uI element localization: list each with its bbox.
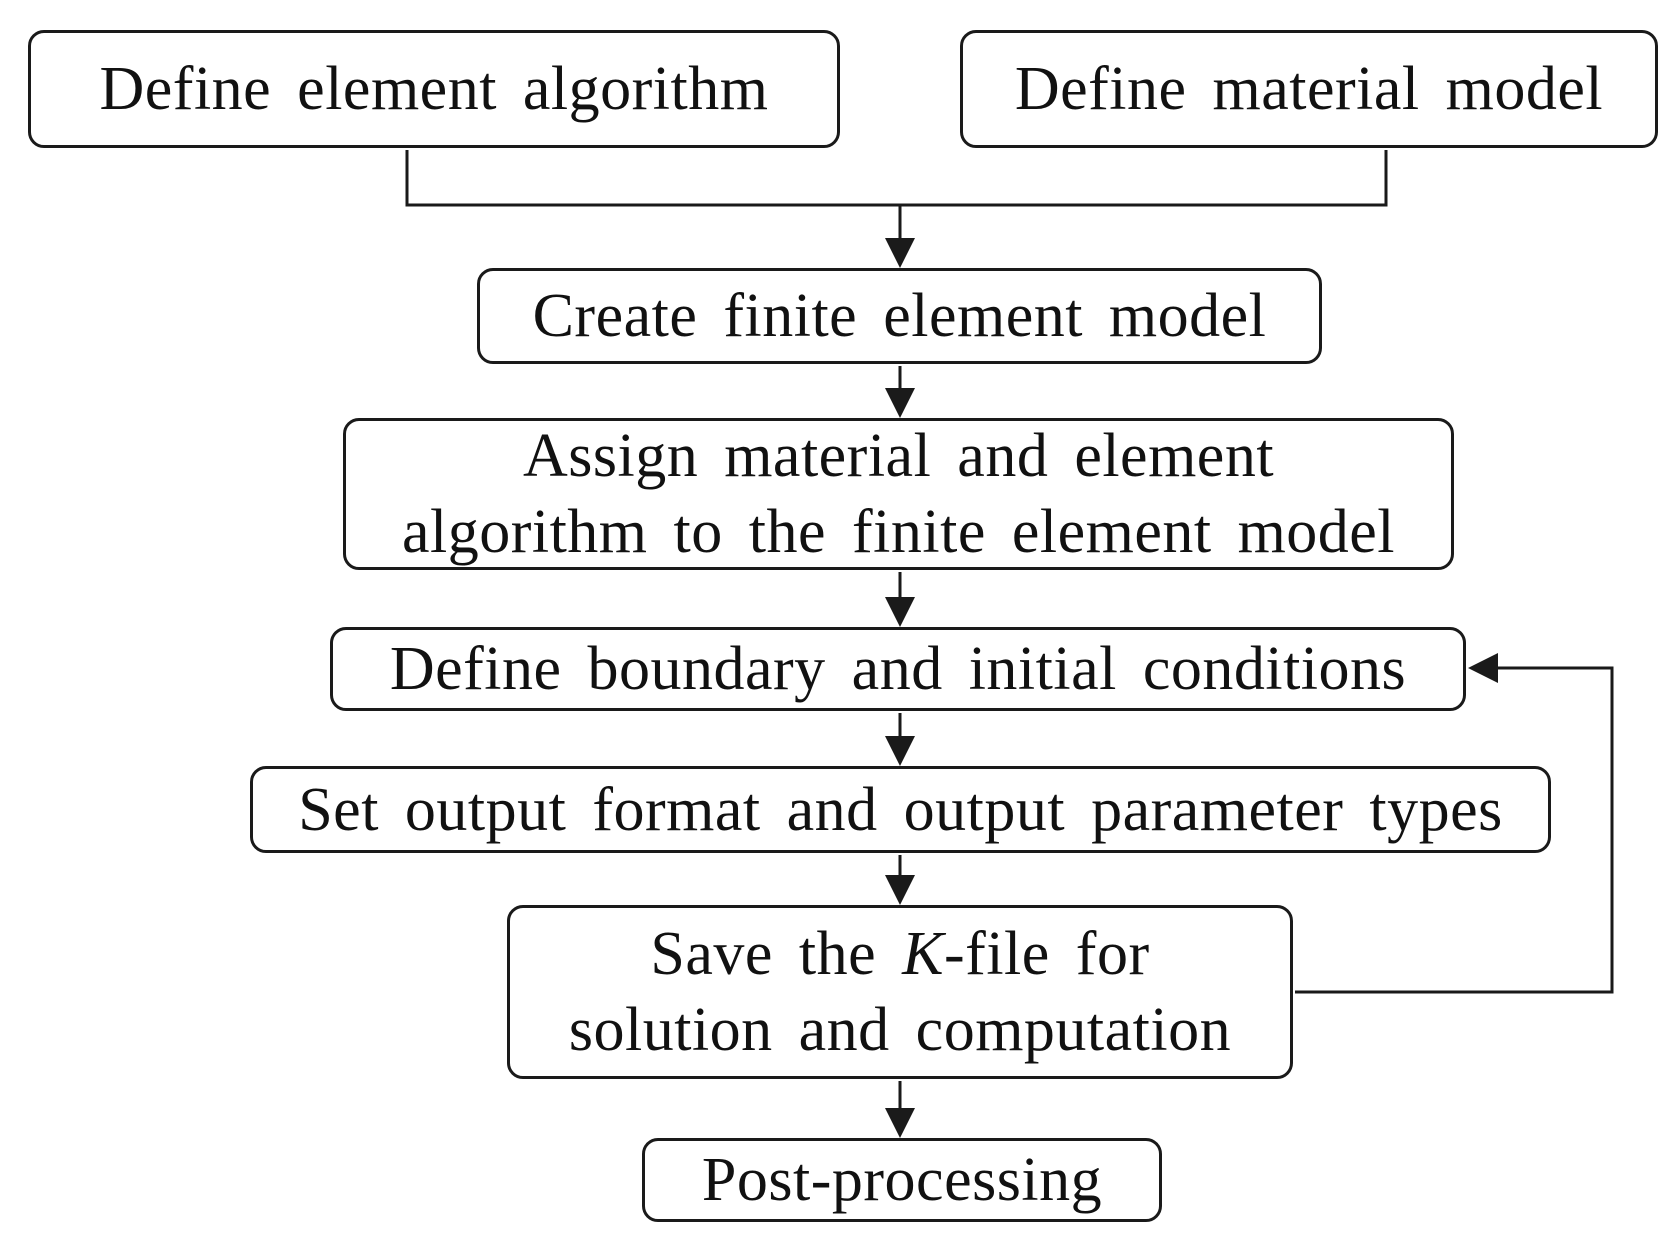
post-processing-label: Post-processing — [701, 1146, 1103, 1214]
output-format-box: Set output format and output parameter t… — [250, 766, 1551, 853]
save-kfile-text-pre: Save the — [650, 920, 903, 988]
output-format-label: Set output format and output parameter t… — [298, 775, 1503, 844]
boundary-conditions-box: Define boundary and initial conditions — [330, 627, 1466, 711]
create-finite-element-model-box: Create finite element model — [477, 268, 1322, 364]
post-processing-box: Post-processing — [642, 1138, 1162, 1222]
save-kfile-label-line2: solution and computation — [568, 996, 1232, 1064]
define-material-model-box: Define material model — [960, 30, 1658, 148]
define-element-algorithm-box: Define element algorithm — [28, 30, 840, 148]
save-kfile-text-post: -file for — [944, 920, 1150, 988]
assign-material-label-line1: Assign material and element — [522, 422, 1275, 490]
assign-material-box: Assign material and element algorithm to… — [343, 418, 1454, 570]
save-kfile-label-line1: Save the K-file for — [650, 916, 1149, 992]
save-kfile-box: Save the K-file for solution and computa… — [507, 905, 1293, 1079]
define-material-model-label: Define material model — [1014, 55, 1604, 123]
define-element-algorithm-label: Define element algorithm — [99, 55, 769, 123]
assign-material-label-line2: algorithm to the finite element model — [401, 498, 1396, 566]
boundary-conditions-label: Define boundary and initial conditions — [389, 635, 1407, 703]
create-finite-element-model-label: Create finite element model — [532, 282, 1267, 350]
merge-connector — [405, 150, 1388, 207]
save-kfile-text-italic-k: K — [902, 920, 945, 988]
